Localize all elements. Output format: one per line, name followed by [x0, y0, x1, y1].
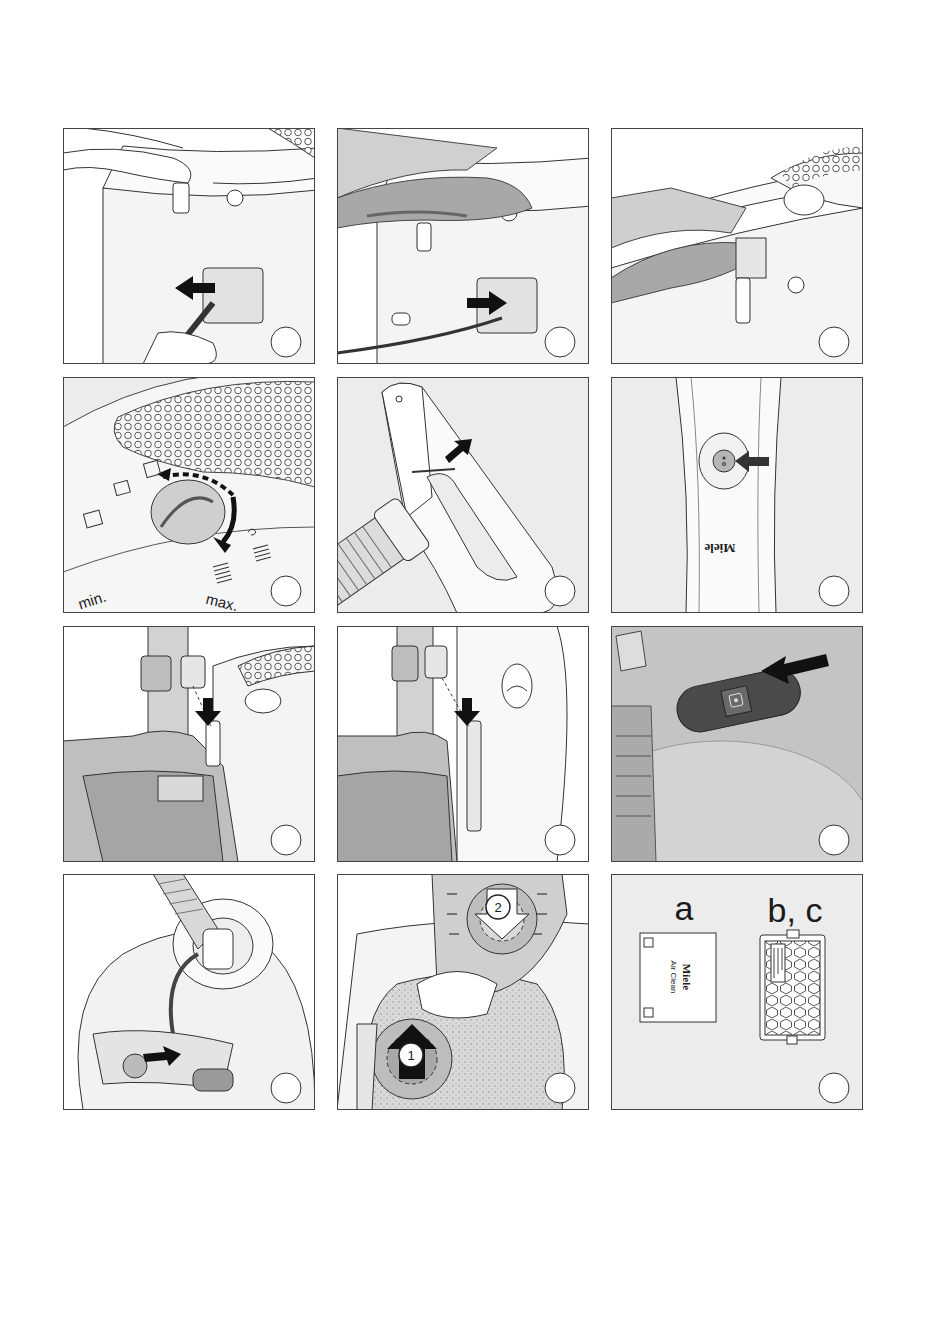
filter-variant: b, c [768, 893, 823, 927]
product-name: Air Clean [669, 961, 677, 994]
step-number: 2 [494, 901, 501, 914]
brand-logo: Miele [681, 964, 692, 990]
step-number: 1 [407, 1049, 414, 1062]
brand-logo: Miele [704, 542, 735, 555]
filter-variant: a [675, 891, 694, 925]
